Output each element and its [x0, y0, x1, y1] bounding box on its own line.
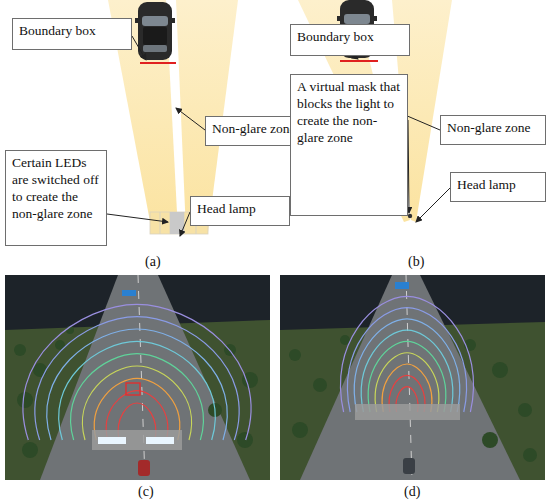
isolux-contour [23, 304, 251, 440]
isolux-contour [82, 366, 191, 440]
isolux-contour [35, 317, 239, 440]
panel-label: (d) [404, 484, 420, 500]
tree [237, 432, 253, 448]
tree [482, 432, 498, 448]
isolux-contour [361, 330, 452, 412]
tree [523, 448, 537, 462]
callout-box: Certain LEDs are switched off to create … [5, 150, 107, 246]
callout-box: Head lamp [450, 172, 546, 202]
callout-box: Head lamp [190, 196, 290, 226]
isolux-contour [340, 296, 473, 412]
callout-text: Boundary box [297, 29, 403, 46]
callout-text: Head lamp [457, 177, 539, 194]
panel-label: (a) [145, 254, 161, 270]
panel-label: (b) [408, 254, 424, 270]
tree [14, 344, 26, 356]
callout-box: A virtual mask that blocks the light to … [290, 74, 408, 216]
simulation-render [280, 275, 545, 480]
callout-text: Head lamp [197, 201, 283, 218]
panel-label: (c) [138, 484, 154, 500]
leader-line [107, 36, 450, 236]
isolux-contour [347, 308, 466, 412]
simulation-render [5, 275, 270, 480]
isolux-contour [59, 341, 216, 440]
isolux-contour [375, 353, 439, 412]
callout-text: Certain LEDs are switched off to create … [12, 155, 100, 223]
tree [313, 378, 327, 392]
callout-box: Non-glare zone [440, 115, 546, 145]
callout-box: Boundary box [290, 24, 410, 56]
tree [33, 363, 47, 377]
callout-text: Non-glare zone [447, 120, 539, 137]
tree [22, 442, 38, 458]
tree [17, 392, 33, 408]
isolux-contour [71, 354, 204, 440]
callout-box: Boundary box [12, 18, 132, 50]
callout-text: A virtual mask that blocks the light to … [297, 79, 401, 147]
tree [292, 422, 308, 438]
boundary-line [340, 60, 378, 62]
callout-text: Boundary box [19, 23, 125, 40]
tree [518, 403, 532, 417]
boundary-line [140, 62, 176, 64]
tree [492, 362, 508, 378]
isolux-contour [47, 329, 228, 440]
isolux-contour [354, 319, 459, 412]
tree [289, 349, 301, 361]
isolux-contour [368, 341, 446, 412]
